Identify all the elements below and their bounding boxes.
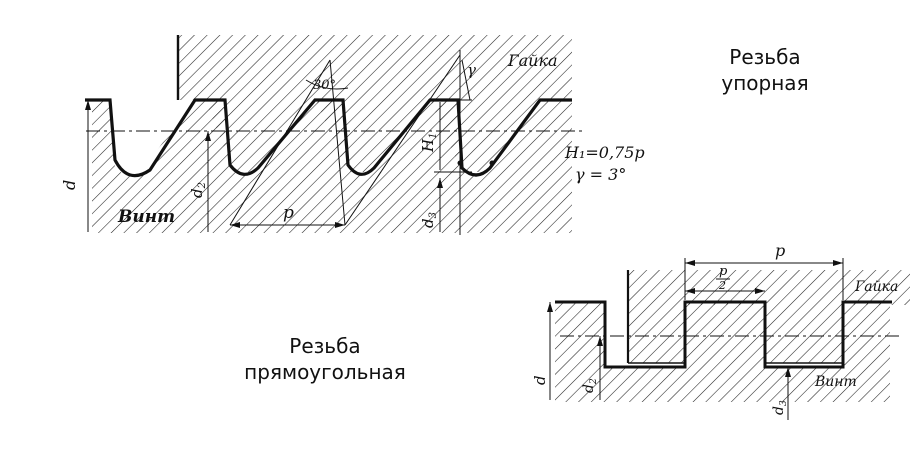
- buttress-nut-label: Гайка: [507, 51, 558, 70]
- gamma-label: γ: [467, 61, 476, 79]
- angle-30-label: 30°: [313, 78, 336, 93]
- buttress-thread-drawing: Гайка Винт 30° γ H1 H₁=0,75p γ = 3° d d2…: [60, 35, 645, 235]
- square-half-p-denominator: 2: [718, 279, 726, 292]
- buttress-d2-label: d2: [188, 182, 208, 198]
- buttress-screw-body: [92, 100, 572, 233]
- square-d2-label: d2: [581, 378, 599, 393]
- h1-dimension-label: H1: [419, 133, 439, 153]
- square-p-label: p: [775, 241, 785, 260]
- square-screw-profile: [555, 300, 892, 369]
- buttress-caption-line1: Резьба: [729, 45, 801, 69]
- buttress-caption-line2: упорная: [721, 71, 809, 95]
- square-d-label: d: [531, 375, 549, 385]
- buttress-d3-label: d3: [419, 212, 439, 228]
- square-nut-body: [628, 270, 910, 363]
- square-caption-line2: прямоугольная: [244, 360, 406, 384]
- buttress-screw-label: Винт: [117, 207, 175, 227]
- square-nut-label: Гайка: [854, 279, 898, 295]
- buttress-screw-profile: [85, 98, 572, 178]
- square-d3-label: d3: [771, 400, 789, 415]
- square-caption-line1: Резьба: [289, 334, 361, 358]
- buttress-d-label: d: [60, 180, 79, 190]
- buttress-thread-caption: Резьба упорная: [690, 44, 840, 96]
- square-screw-body: [555, 302, 890, 402]
- gamma-formula: γ = 3°: [575, 165, 626, 184]
- square-thread-drawing: p p 2 Гайка Винт d d2 d3: [531, 241, 910, 420]
- square-thread-caption: Резьба прямоугольная: [220, 333, 430, 385]
- h1-formula: H₁=0,75p: [564, 143, 645, 162]
- square-screw-label: Винт: [814, 374, 857, 390]
- buttress-nut-body: [178, 35, 572, 172]
- buttress-p-label: p: [283, 203, 294, 223]
- square-half-p-numerator: p: [719, 264, 728, 279]
